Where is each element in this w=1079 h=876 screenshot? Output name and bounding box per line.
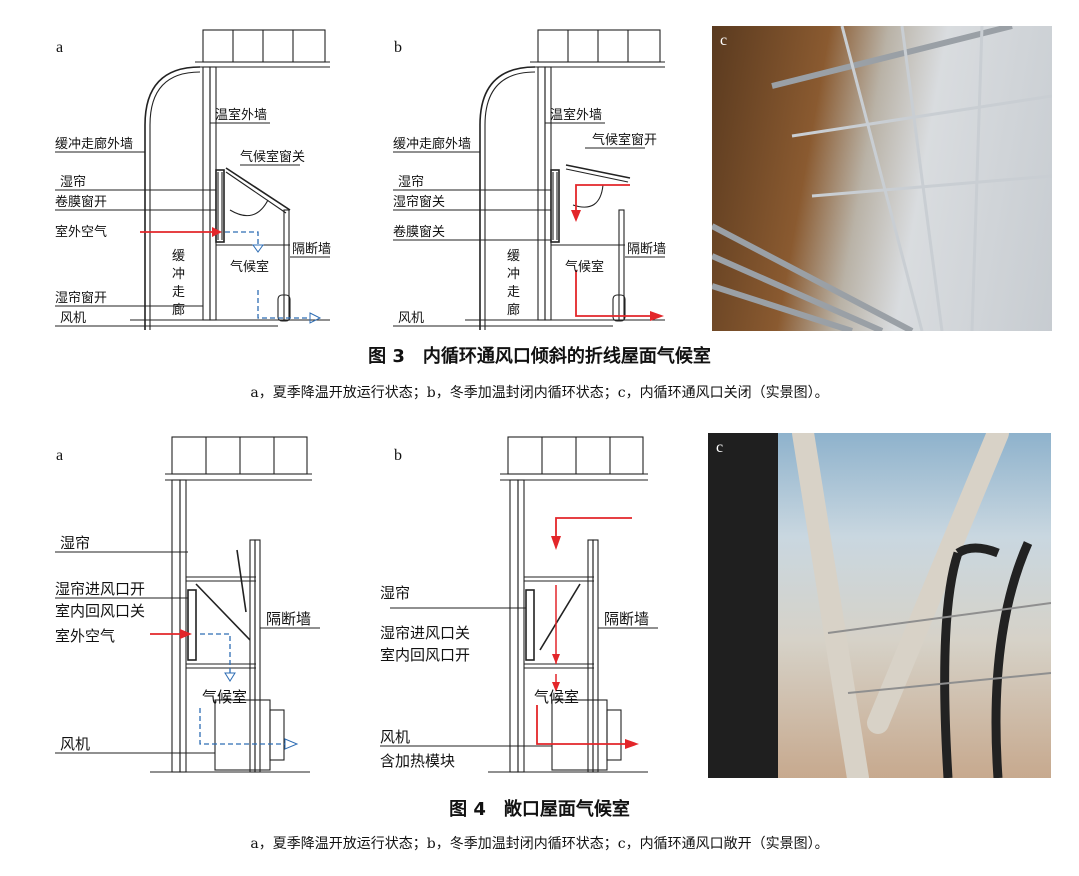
label-climate-room: 气候室	[534, 688, 579, 706]
label-wet-curtain: 湿帘	[380, 584, 410, 602]
figure3-photo: c	[712, 26, 1052, 331]
inlet-flap	[236, 549, 247, 613]
label-climate-room: 气候室	[565, 259, 604, 275]
fan	[277, 294, 291, 322]
panel-tag: c	[720, 32, 728, 49]
roof-structure	[165, 436, 312, 481]
label-corridor-1: 缓	[507, 249, 520, 264]
figure3-description: a，夏季降温开放运行状态；b，冬季加温封闭内循环状态；c，内循环通风口关闭（实景…	[250, 385, 829, 401]
label-corridor-4: 廊	[507, 302, 520, 318]
label-window-closed: 气候室窗关	[240, 149, 305, 165]
label-film-window-open: 卷膜窗开	[55, 194, 107, 210]
wet-curtain	[550, 169, 560, 243]
label-outer-wall: 温室外墙	[550, 107, 602, 123]
label-corridor-3: 走	[507, 285, 520, 300]
label-outdoor-air: 室外空气	[55, 224, 107, 240]
label-partition-wall: 隔断墙	[266, 610, 311, 628]
label-climate-room: 气候室	[230, 259, 269, 275]
partition-wall	[587, 539, 594, 773]
label-inlet-closed: 湿帘进风口关	[380, 624, 470, 642]
panel-tag: a	[56, 447, 63, 464]
label-fan: 风机	[380, 728, 410, 746]
label-wet-curtain: 湿帘	[60, 534, 90, 552]
label-corridor-outer-wall: 缓冲走廊外墙	[55, 136, 133, 152]
label-inlet-open: 湿帘进风口开	[55, 580, 145, 598]
label-wet-curtain: 湿帘	[60, 174, 86, 190]
roof-structure	[530, 29, 665, 68]
label-outer-wall: 温室外墙	[215, 107, 267, 123]
label-outdoor-air: 室外空气	[55, 627, 115, 645]
corridor-outer-wall	[144, 66, 201, 330]
label-fan: 风机	[60, 311, 86, 326]
panel-tag: b	[394, 39, 402, 56]
figure3-title: 图 3 内循环通风口倾斜的折线屋面气候室	[368, 346, 711, 367]
fan	[612, 294, 626, 322]
label-wet-curtain: 湿帘	[398, 174, 424, 190]
return-flap	[195, 583, 251, 641]
wet-curtain	[215, 169, 225, 243]
label-corridor-outer-wall: 缓冲走廊外墙	[393, 136, 471, 152]
figure4-title: 图 4 敞口屋面气候室	[449, 799, 630, 820]
return-flap	[539, 583, 581, 651]
label-curtain-window-open: 湿帘窗开	[55, 290, 107, 306]
label-partition-wall: 隔断墙	[627, 242, 666, 257]
label-heating-module: 含加热模块	[380, 752, 455, 770]
window-flap	[225, 167, 291, 211]
label-return-open: 室内回风口开	[380, 646, 470, 664]
wet-curtain	[187, 589, 197, 661]
outer-wall	[509, 479, 519, 773]
roof-structure	[195, 29, 330, 68]
label-partition-wall: 隔断墙	[604, 610, 649, 628]
roof-structure	[500, 436, 648, 481]
corridor-outer-wall	[479, 66, 536, 330]
label-corridor-2: 冲	[172, 267, 185, 282]
figure4-photo: c	[708, 433, 1051, 778]
label-partition-wall: 隔断墙	[292, 242, 331, 257]
label-fan: 风机	[398, 311, 424, 326]
label-climate-room: 气候室	[202, 688, 247, 706]
label-return-closed: 室内回风口关	[55, 602, 145, 620]
label-corridor-3: 走	[172, 285, 185, 300]
label-corridor-4: 廊	[172, 302, 185, 318]
label-corridor-1: 缓	[172, 249, 185, 264]
panel-tag: a	[56, 39, 63, 56]
panel-tag: b	[394, 447, 402, 464]
figure4-description: a，夏季降温开放运行状态；b，冬季加温封闭内循环状态；c，内循环通风口敞开（实景…	[250, 836, 829, 852]
label-curtain-window-closed: 湿帘窗关	[393, 194, 445, 210]
fan	[551, 699, 608, 771]
window-flap	[565, 164, 631, 179]
label-film-window-closed: 卷膜窗关	[393, 224, 445, 240]
panel-tag: c	[716, 439, 724, 456]
label-window-open: 气候室窗开	[592, 132, 657, 148]
wet-curtain	[525, 589, 535, 661]
label-fan: 风机	[60, 735, 90, 753]
label-corridor-2: 冲	[507, 267, 520, 282]
